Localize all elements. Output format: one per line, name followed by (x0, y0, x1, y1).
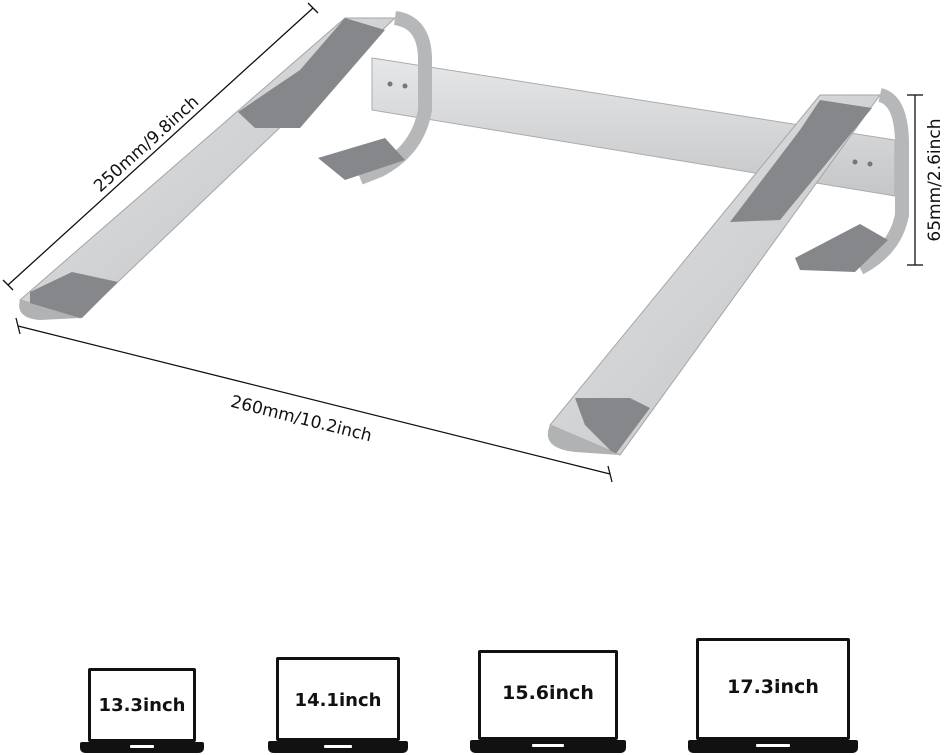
right-stand-arm (547, 88, 909, 456)
width-dimension-line (15, 317, 613, 483)
height-dimension-line (907, 94, 923, 266)
laptop-stand-illustration: 250mm/9.8inch 260mm/10.2inch 65mm/2.6inc… (2, 2, 945, 483)
laptop-size-label: 14.1inch (294, 690, 382, 711)
laptop-size-label: 17.3inch (727, 676, 819, 698)
laptop-size-label: 13.3inch (98, 695, 186, 716)
depth-dimension-line (2, 2, 319, 291)
laptop-icon-14-1: 14.1inch (268, 657, 408, 754)
width-dimension-label: 260mm/10.2inch (229, 392, 374, 446)
laptop-icon-17-3: 17.3inch (688, 638, 858, 754)
laptop-icon-15-6: 15.6inch (470, 650, 626, 754)
height-dimension-label: 65mm/2.6inch (925, 118, 945, 241)
left-stand-arm (18, 11, 432, 320)
laptop-size-label: 15.6inch (502, 682, 594, 704)
laptop-icon-13-3: 13.3inch (80, 668, 204, 754)
